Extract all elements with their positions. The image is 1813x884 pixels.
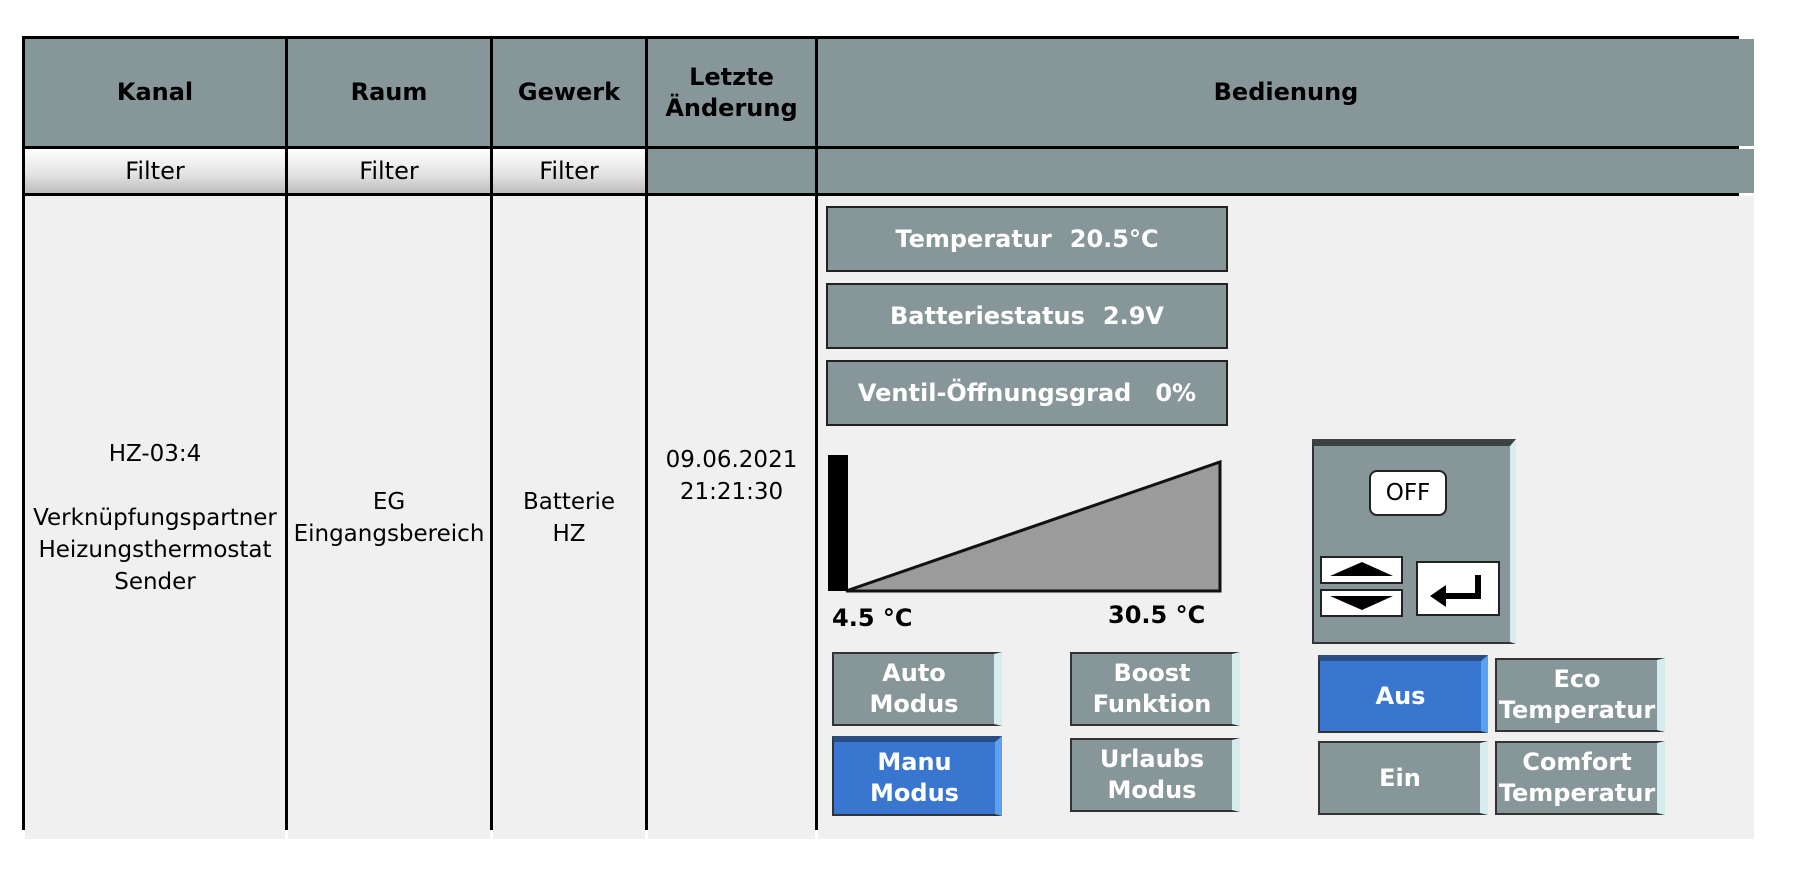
slider-handle [828,455,848,591]
enter-button[interactable] [1416,561,1500,616]
enter-icon [1430,575,1481,607]
temperature-slider[interactable] [828,455,1230,593]
temperature-label: Temperatur [895,225,1052,253]
raum-line-1: EG [372,488,406,515]
change-date: 09.06.2021 [665,447,798,473]
temperature-value: 20.5°C [1069,225,1159,253]
battery-label: Batteriestatus [890,302,1085,330]
boost-line1: Boost [1113,659,1191,687]
battery-display: Batteriestatus 2.9V [826,283,1228,349]
urlaub-line2: Modus [1107,776,1197,804]
kanal-line-2: Heizungsthermostat [38,536,272,563]
cell-gewerk: Batterie HZ [493,196,645,839]
arrow-down-button[interactable] [1320,589,1403,617]
arrow-down-icon [1330,596,1393,610]
header-letzte-aenderung: Letzte Änderung [648,39,815,146]
header-letzte-line1: Letzte [689,62,774,91]
comfort-line1: Comfort [1522,748,1632,776]
cell-raum: EG Eingangsbereich [288,196,490,839]
change-time: 21:21:30 [679,479,784,505]
thermostat-control-panel: OFF [1312,439,1516,644]
filter-raum-button[interactable]: Filter [288,149,490,193]
gewerk-line-1: Batterie [522,488,616,515]
filter-empty-bedienung [818,149,1754,193]
header-gewerk: Gewerk [493,39,645,146]
cell-kanal: HZ-03:4 Verknüpfungspartner Heizungsther… [25,196,285,839]
kanal-id: HZ-03:4 [108,440,202,467]
eco-line1: Eco [1553,665,1601,693]
valve-value: 0% [1155,379,1197,407]
gewerk-line-2: HZ [552,520,586,547]
eco-line2: Temperatur [1498,696,1656,724]
raum-line-2: Eingangsbereich [293,520,485,547]
aus-button[interactable]: Aus [1318,655,1488,733]
auto-mode-line2: Modus [869,690,959,718]
filter-kanal-button[interactable]: Filter [25,149,285,193]
cell-bedienung: Temperatur 20.5°C Batteriestatus 2.9V Ve… [818,196,1754,839]
temperature-display: Temperatur 20.5°C [826,206,1228,272]
urlaub-line1: Urlaubs [1099,745,1205,773]
header-bedienung: Bedienung [818,39,1754,146]
arrow-up-button[interactable] [1320,556,1403,584]
valve-label: Ventil-Öffnungsgrad [857,379,1132,407]
slider-max-label: 30.5 °C [1108,601,1206,629]
kanal-line-1: Verknüpfungspartner [33,504,277,531]
battery-value: 2.9V [1102,302,1164,330]
comfort-line2: Temperatur [1498,779,1656,807]
off-button[interactable]: OFF [1369,470,1447,516]
slider-min-label: 4.5 °C [832,604,913,632]
slider-ramp [845,459,1222,593]
header-kanal: Kanal [25,39,285,146]
boost-line2: Funktion [1092,690,1212,718]
ein-button[interactable]: Ein [1318,741,1488,815]
valve-display: Ventil-Öffnungsgrad 0% [826,360,1228,426]
header-letzte-line2: Änderung [665,93,798,122]
cell-letzte-aenderung: 09.06.2021 21:21:30 [648,196,815,839]
device-table: Kanal Raum Gewerk Letzte Änderung Bedien… [22,36,1754,839]
kanal-line-3: Sender [114,568,196,595]
filter-gewerk-button[interactable]: Filter [493,149,645,193]
filter-empty-letzte [648,149,815,193]
auto-mode-line1: Auto [882,659,946,687]
manu-mode-line2: Modus [870,779,959,807]
header-raum: Raum [288,39,490,146]
manu-mode-line1: Manu [877,748,952,776]
arrow-up-icon [1330,562,1393,576]
